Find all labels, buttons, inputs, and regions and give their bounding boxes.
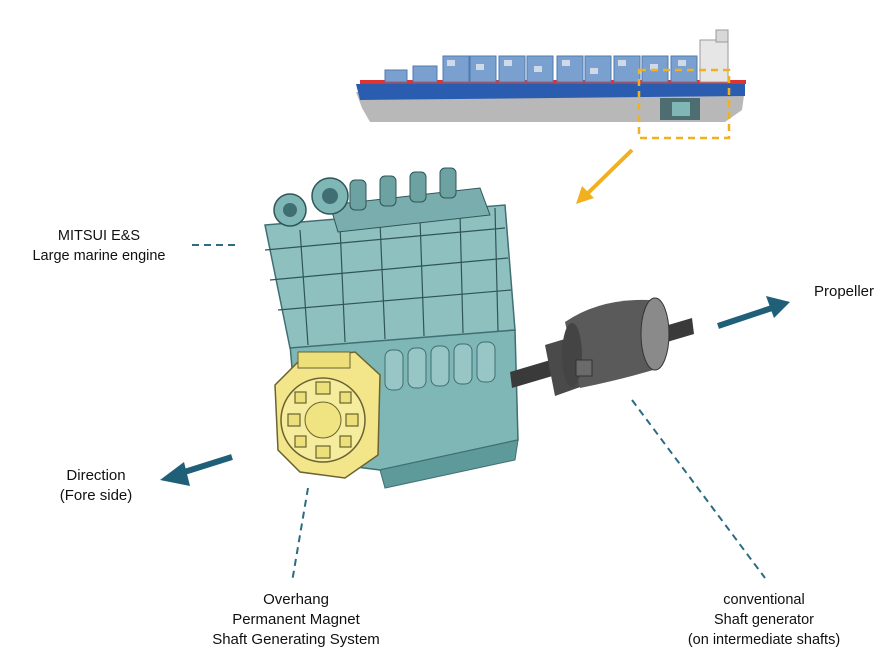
conventional-label-line-1: conventional xyxy=(723,592,805,608)
shaft-generator-illustration xyxy=(510,297,694,396)
direction-label-line-1: Direction xyxy=(66,467,126,484)
propeller-label: Propeller xyxy=(796,282,892,302)
pmsg-label-line-2: Permanent Magnet xyxy=(232,611,360,628)
engine-room-highlight-box xyxy=(637,68,731,140)
pmsg-label: Overhang Permanent Magnet Shaft Generati… xyxy=(186,590,406,650)
container-ship-illustration xyxy=(356,29,746,122)
direction-arrow xyxy=(160,454,233,486)
conventional-label-line-3: (on intermediate shafts) xyxy=(687,632,841,648)
propeller-label-text: Propeller xyxy=(813,283,875,300)
conventional-label-line-2: Shaft generator xyxy=(714,612,814,628)
pmsg-label-line-3: Shaft Generating System xyxy=(212,631,380,648)
pmsg-label-line-1: Overhang xyxy=(263,591,329,608)
pmsg-leader-line xyxy=(291,487,309,583)
zoom-arrow xyxy=(576,148,634,204)
direction-label-line-2: (Fore side) xyxy=(59,487,133,504)
direction-label: Direction (Fore side) xyxy=(34,466,158,506)
engine-label-line-1: MITSUI E&S xyxy=(57,228,141,244)
engine-label-line-2: Large marine engine xyxy=(32,248,166,264)
conventional-generator-label: conventional Shaft generator (on interme… xyxy=(664,590,864,650)
engine-label: MITSUI E&S Large marine engine xyxy=(8,226,190,266)
shaft-generator-leader-line xyxy=(631,399,766,579)
propeller-arrow xyxy=(717,296,790,329)
pmsg-disc-illustration xyxy=(274,351,381,479)
